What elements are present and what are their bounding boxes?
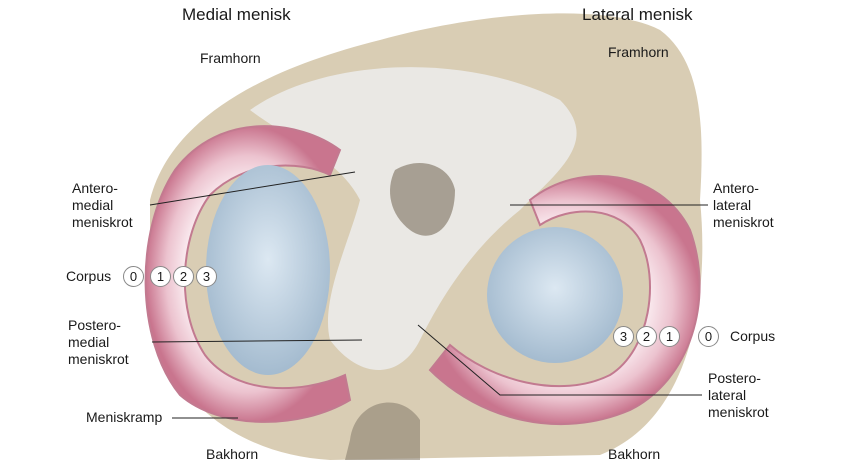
antero-medial-label: Antero- medial meniskrot	[72, 180, 133, 231]
corpus-medial-label: Corpus	[66, 268, 112, 284]
label-line: Postero-	[68, 317, 121, 333]
zone-badge: 2	[173, 266, 194, 287]
zone-badge: 3	[196, 266, 217, 287]
label-line: meniskrot	[72, 214, 133, 230]
posterior-notch	[345, 402, 420, 460]
zone-badge: 1	[659, 326, 680, 347]
label-line: meniskrot	[68, 351, 129, 367]
zone-badge: 0	[698, 326, 719, 347]
bakhorn-medial-label: Bakhorn	[206, 446, 259, 462]
bakhorn-lateral-label: Bakhorn	[608, 446, 661, 462]
label-line: Antero-	[72, 180, 118, 196]
postero-medial-label: Postero- medial meniskrot	[68, 317, 129, 368]
label-line: medial	[72, 197, 114, 213]
zone-badge: 2	[636, 326, 657, 347]
label-line: meniskrot	[708, 404, 769, 420]
zone-badge: 0	[123, 266, 144, 287]
label-line: lateral	[708, 387, 747, 403]
lateral-cartilage	[487, 227, 623, 363]
antero-lateral-label: Antero- lateral meniskrot	[713, 180, 774, 231]
bone-notch	[390, 162, 455, 236]
zone-badge: 1	[150, 266, 171, 287]
label-line: lateral	[713, 197, 752, 213]
label-line: medial	[68, 334, 110, 350]
label-line: meniskrot	[713, 214, 774, 230]
leader-lines	[149, 171, 708, 419]
lateral-meniscus	[428, 175, 701, 426]
label-line: Antero-	[713, 180, 759, 196]
framhorn-medial-label: Framhorn	[200, 50, 261, 66]
corpus-lateral-label: Corpus	[730, 328, 776, 344]
lateral-menisk-title: Lateral menisk	[582, 5, 693, 24]
framhorn-lateral-label: Framhorn	[608, 44, 669, 60]
label-line: Postero-	[708, 370, 761, 386]
zone-badge: 3	[613, 326, 634, 347]
medial-cartilage	[206, 165, 330, 375]
meniskramp-label: Meniskramp	[86, 409, 163, 425]
postero-lateral-label: Postero- lateral meniskrot	[708, 370, 769, 421]
medial-menisk-title: Medial menisk	[182, 5, 291, 24]
medial-meniscus	[144, 125, 352, 423]
